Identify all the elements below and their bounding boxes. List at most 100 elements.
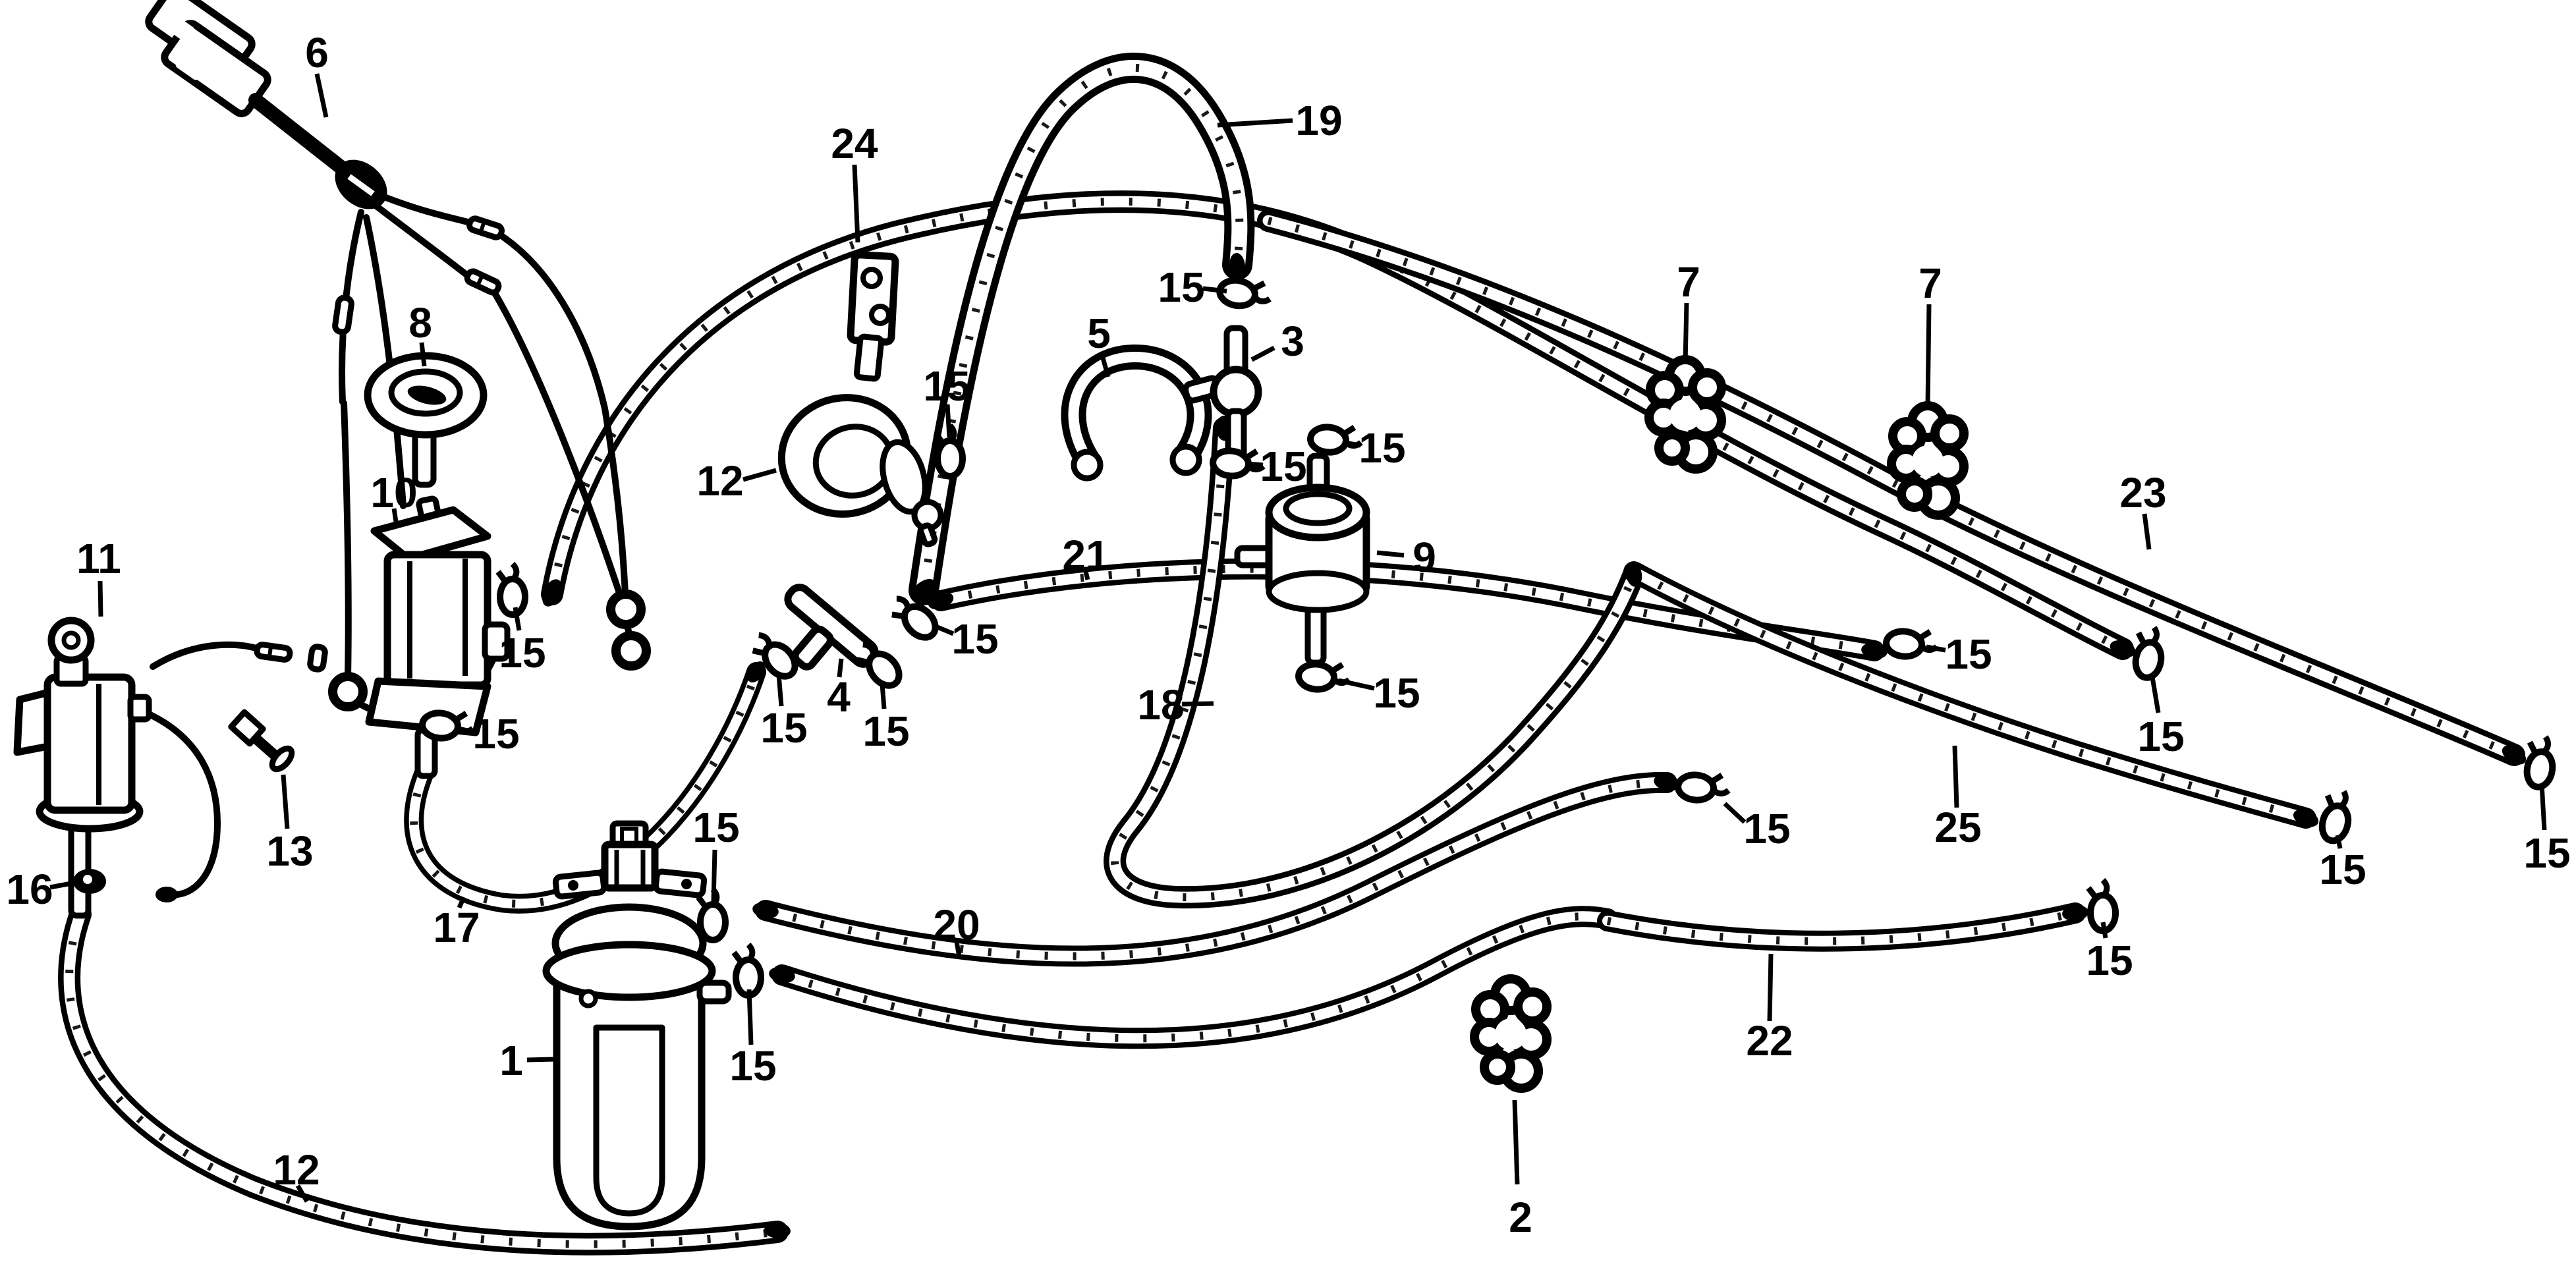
- callout-15: 15: [729, 1042, 776, 1090]
- bullet-terminal-icon: [466, 269, 501, 294]
- callout-15: 15: [760, 704, 807, 752]
- hose-23: [1257, 209, 2525, 766]
- callout-25: 25: [1934, 804, 1981, 851]
- leader-line: [526, 1057, 556, 1063]
- inline-connector-icon: [307, 644, 328, 673]
- callout-7: 7: [1918, 260, 1942, 307]
- leader-line: [2149, 673, 2161, 713]
- callout-22: 22: [1746, 1017, 1793, 1065]
- clip-16: [73, 869, 106, 894]
- leader-line: [852, 164, 860, 243]
- callout-15: 15: [1373, 669, 1420, 717]
- callout-13: 13: [266, 827, 313, 875]
- leader-line: [314, 73, 329, 118]
- leader-line: [776, 674, 784, 707]
- clamp-2: [1474, 979, 1547, 1088]
- callout-15: 15: [1743, 805, 1790, 852]
- leader-line: [1202, 286, 1227, 294]
- connector-6: [145, 0, 271, 117]
- hose-20-lower: [771, 906, 1618, 1049]
- callout-15: 15: [1260, 443, 1306, 490]
- hose-25: [1623, 561, 2316, 829]
- callout-8: 8: [408, 299, 432, 346]
- callout-15: 15: [2319, 846, 2366, 893]
- leader-line: [1952, 745, 1959, 808]
- callout-15: 15: [2137, 713, 2184, 760]
- callout-19: 19: [1295, 97, 1342, 144]
- valve-12: [777, 251, 944, 547]
- leader-line: [933, 623, 955, 636]
- leader-line: [419, 342, 427, 367]
- hose-18: [1104, 417, 1645, 909]
- callout-5: 5: [1087, 310, 1111, 357]
- leader-line: [837, 658, 844, 678]
- ring-terminal-icon: [333, 677, 363, 707]
- leader-line: [98, 580, 103, 617]
- canister-1: [542, 820, 732, 1231]
- leader-line: [458, 726, 474, 734]
- leader-line: [1217, 118, 1293, 128]
- callout-15: 15: [1945, 630, 1992, 678]
- callout-15: 15: [499, 629, 546, 677]
- leader-line: [1338, 678, 1375, 691]
- wire-harness: [145, 0, 646, 720]
- leader-line: [1248, 461, 1264, 468]
- wire-end-pad: [155, 887, 178, 902]
- leader-line: [2335, 835, 2343, 849]
- leader-line: [457, 896, 466, 909]
- callout-15: 15: [692, 804, 739, 851]
- leader-line: [1683, 302, 1689, 364]
- leader-line: [513, 607, 522, 631]
- callout-15: 15: [923, 362, 970, 410]
- callout-2: 2: [1509, 1194, 1532, 1241]
- grommet-8: [364, 352, 488, 488]
- leader-line: [945, 404, 952, 438]
- hose-22: [1597, 902, 2086, 952]
- callout-20: 20: [933, 901, 980, 949]
- callout-15: 15: [2086, 937, 2133, 984]
- callout-12: 12: [273, 1146, 320, 1194]
- valve-9: [1234, 453, 1370, 666]
- leader-line: [711, 849, 717, 902]
- callout-3: 3: [1281, 318, 1304, 365]
- hose-17: [404, 662, 766, 914]
- leader-line: [391, 508, 399, 522]
- hose-12-bottom: [58, 903, 789, 1256]
- leader-line: [2539, 783, 2547, 831]
- leader-line: [746, 989, 754, 1045]
- ring-terminal-icon: [611, 594, 641, 624]
- leader-line: [1376, 550, 1405, 558]
- callout-16: 16: [6, 866, 53, 913]
- callout-15: 15: [1358, 424, 1405, 472]
- leader-line: [1926, 644, 1946, 653]
- callout-9: 9: [1413, 534, 1436, 581]
- leader-line: [1925, 304, 1932, 408]
- bullet-terminal-icon: [256, 644, 291, 661]
- leader-line: [2142, 513, 2152, 550]
- bullet-terminal-icon: [468, 217, 503, 239]
- leader-line: [49, 880, 76, 890]
- callout-4: 4: [827, 673, 851, 721]
- callout-15: 15: [951, 615, 998, 663]
- clamp-5: [1061, 344, 1212, 482]
- bolt-13: [228, 709, 295, 773]
- callout-15: 15: [472, 710, 519, 758]
- callout-6: 6: [305, 29, 329, 76]
- callout-24: 24: [831, 120, 878, 167]
- callout-18: 18: [1137, 681, 1184, 729]
- callout-21: 21: [1062, 532, 1109, 579]
- hose-20-upper: [755, 771, 1677, 967]
- callout-17: 17: [433, 904, 480, 951]
- callout-10: 10: [370, 469, 417, 516]
- hose-19: [909, 52, 1255, 605]
- callout-23: 23: [2119, 469, 2166, 516]
- leader-line: [295, 1184, 310, 1203]
- leader-line: [1099, 352, 1111, 377]
- callout-15: 15: [1158, 263, 1204, 311]
- callout-7: 7: [1677, 258, 1700, 306]
- clamp-7b: [1891, 406, 1964, 515]
- ring-terminal-icon: [616, 636, 646, 666]
